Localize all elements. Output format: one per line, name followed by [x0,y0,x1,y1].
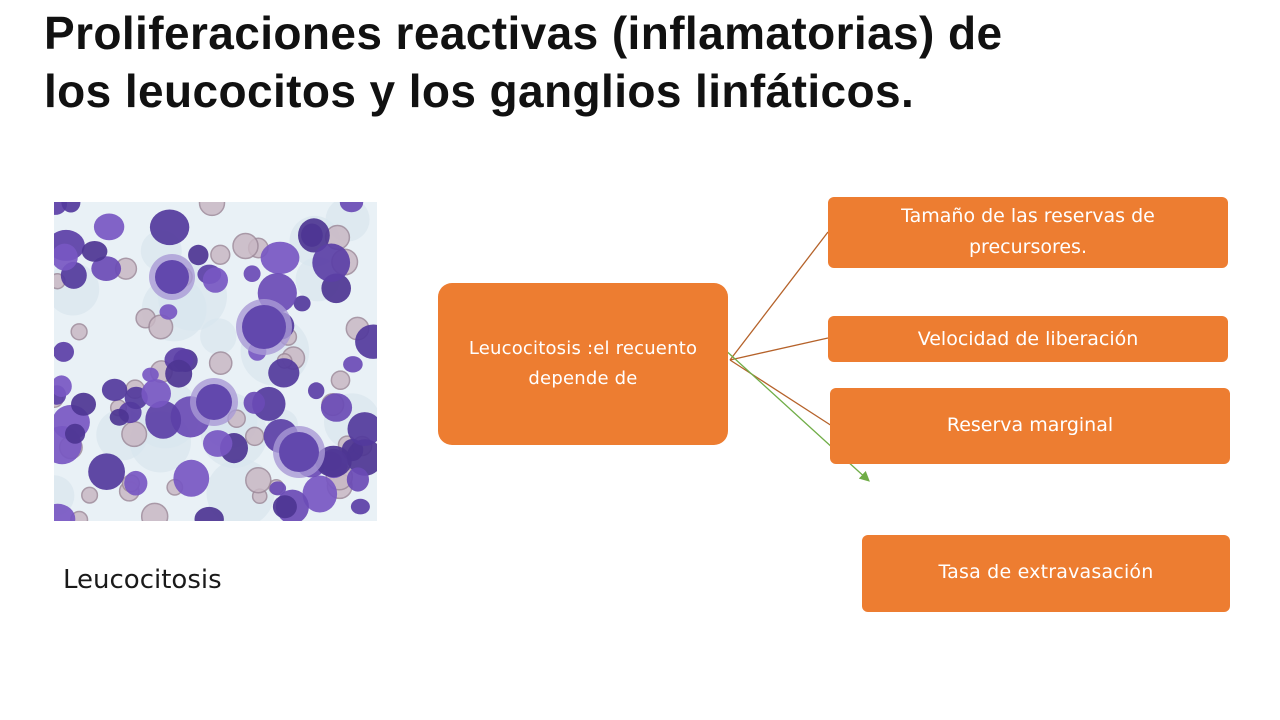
connector-to-reserva [729,359,833,427]
diagram-item-label: Velocidad de liberación [917,328,1139,350]
connector-to-tamano [729,231,829,361]
diagram-item-tamano-reservas: Tamaño de las reservas de precursores. [828,197,1228,268]
diagram-item-label: Reserva marginal [946,414,1114,436]
connector-to-velocidad [729,337,829,361]
diagram-item-reserva-marginal: Reserva marginal [830,388,1230,464]
diagram-item-label: Tamaño de las reservas de precursores. [901,205,1155,258]
slide-title: Proliferaciones reactivas (inflamatorias… [44,4,1244,120]
leukocytosis-micrograph-image [54,202,377,521]
diagram-item-velocidad-liberacion: Velocidad de liberación [828,316,1228,362]
diagram-item-label: Tasa de extravasación [938,560,1154,583]
slide-title-line-2: los leucocitos y los ganglios linfáticos… [44,65,915,117]
diagram-center-box: Leucocitosis :el recuento depende de [438,283,728,445]
diagram-center-label: Leucocitosis :el recuento depende de [468,338,698,389]
diagram-item-tasa-extravasacion: Tasa de extravasación [862,535,1230,612]
image-caption: Leucocitosis [63,565,222,595]
blood-smear-illustration [54,202,377,521]
slide-title-line-1: Proliferaciones reactivas (inflamatorias… [44,7,1003,59]
